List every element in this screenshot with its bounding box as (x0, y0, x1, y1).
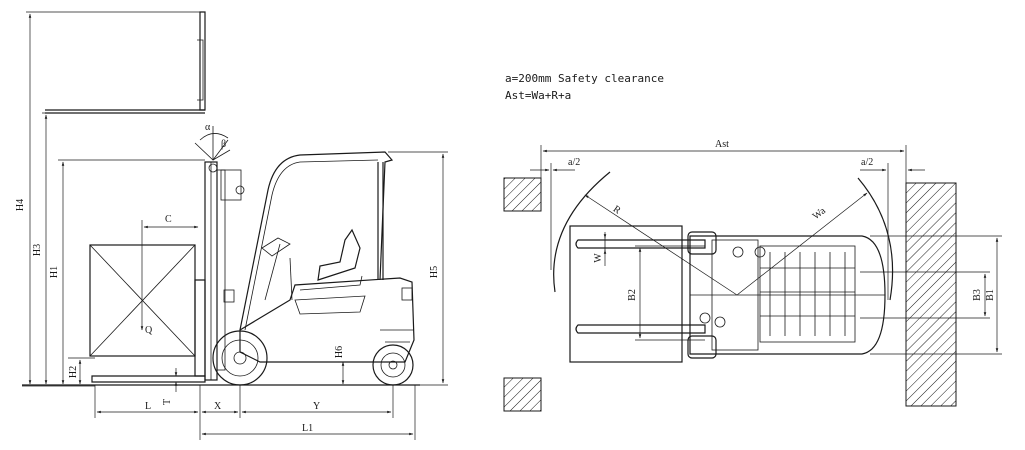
label-c: C (165, 214, 172, 225)
label-h3: H3 (32, 244, 43, 256)
label-b2: B2 (627, 289, 638, 301)
label-w: W (593, 253, 604, 263)
label-h6: H6 (334, 346, 345, 358)
dimension-h6: H6 (334, 346, 350, 385)
dimension-b2: B2 (627, 245, 705, 341)
note-formula: Ast=Wa+R+a (505, 89, 571, 102)
dimension-b1: B1 (870, 235, 1002, 355)
label-h2: H2 (68, 366, 79, 378)
label-wa: Wa (811, 205, 829, 222)
dimension-ast: Ast (540, 139, 907, 183)
mast (204, 161, 245, 381)
dimension-h2: H2 (68, 357, 95, 385)
label-l1: L1 (302, 423, 313, 434)
overhead-guard (239, 151, 394, 331)
label-alpha: α (205, 122, 211, 133)
dimension-c: C (141, 214, 199, 245)
rear-wheel (372, 344, 414, 386)
turning-arc-left (553, 171, 611, 293)
dimension-x: X (201, 385, 241, 418)
label-h1: H1 (49, 266, 60, 278)
label-l: L (145, 401, 151, 412)
side-view: H4 H3 H1 H2 (15, 11, 448, 440)
label-beta: β (221, 139, 226, 150)
seat (299, 228, 363, 291)
label-b1: B1 (985, 289, 996, 301)
label-y: Y (313, 401, 320, 412)
raised-forks (45, 11, 206, 114)
forks-top: W (575, 232, 706, 334)
label-ast: Ast (715, 139, 729, 150)
radius-wa: Wa (736, 192, 868, 296)
truck-body (239, 277, 415, 363)
wall-right (905, 182, 957, 407)
label-h5: H5 (429, 266, 440, 278)
label-x: X (214, 401, 222, 412)
dimension-l1: L1 (201, 385, 416, 440)
label-t: T (162, 399, 173, 405)
label-r: R (611, 204, 623, 217)
dimension-a2-left: a/2 (530, 157, 580, 270)
label-a2-left: a/2 (568, 157, 580, 168)
turning-arc-right (857, 177, 894, 301)
top-view: Ast a/2 a/2 R Wa (503, 139, 1002, 412)
obstacle-top-left (503, 177, 542, 212)
radius-r: R (584, 194, 738, 296)
dimension-b3: B3 (860, 271, 990, 319)
dimension-h4: H4 (15, 11, 200, 387)
dimension-t: T (162, 368, 178, 405)
obstacle-bottom-left (503, 377, 542, 412)
dimension-h5: H5 (388, 151, 448, 386)
notes: a=200mm Safety clearance Ast=Wa+R+a (505, 72, 664, 102)
dimension-l: L (94, 385, 201, 440)
label-b3: B3 (972, 289, 983, 301)
load-top (569, 225, 683, 363)
label-a2-right: a/2 (861, 157, 873, 168)
label-q: Q (145, 325, 153, 336)
truck-top (687, 231, 886, 359)
label-h4: H4 (15, 199, 26, 211)
tilt-angles: α β (194, 122, 231, 161)
load-box: Q (89, 244, 196, 357)
dimension-y: Y (241, 385, 394, 418)
note-clearance: a=200mm Safety clearance (505, 72, 664, 85)
dimension-h3: H3 (32, 112, 205, 385)
dimension-a2-right: a/2 (860, 157, 925, 300)
dimension-h1: H1 (49, 159, 205, 385)
